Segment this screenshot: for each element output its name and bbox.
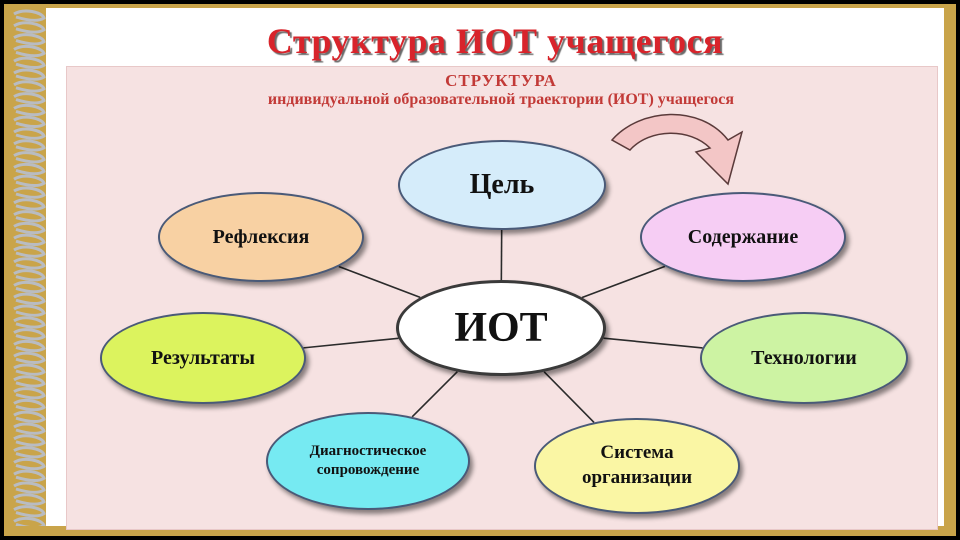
binding-ring	[13, 115, 46, 128]
connector-diagnostics	[411, 371, 458, 418]
binding-ring	[13, 33, 46, 46]
binding-ring	[13, 9, 46, 22]
binding-ring	[13, 516, 46, 526]
binding-ring	[13, 56, 46, 69]
node-reflection: Рефлексия	[158, 192, 364, 282]
curved-arrow-icon	[610, 113, 744, 186]
binding-ring	[13, 493, 46, 506]
binding-ring	[13, 422, 46, 435]
diagram-heading: СТРУКТУРА	[445, 71, 557, 90]
binding-ring	[13, 280, 46, 294]
binding-ring	[13, 410, 46, 423]
node-organization: Система организации	[534, 418, 740, 514]
binding-ring	[13, 80, 46, 93]
binding-ring	[13, 269, 46, 282]
binding-ring	[13, 92, 46, 105]
binding-ring	[13, 210, 46, 223]
binding-ring	[13, 339, 46, 353]
node-content-label: Содержание	[687, 225, 799, 248]
binding-ring	[13, 304, 46, 317]
binding-ring	[13, 139, 46, 152]
binding-ring	[13, 375, 46, 388]
center-node-label: ИОТ	[454, 305, 548, 351]
binding-ring	[13, 257, 46, 270]
binding-ring	[13, 245, 46, 258]
binding-ring	[13, 44, 46, 58]
spiral-binding	[13, 9, 46, 526]
binding-ring	[13, 174, 46, 187]
node-results-label: Результаты	[151, 346, 255, 369]
node-technologies-label: Технологии	[751, 346, 857, 369]
node-goal: Цель	[398, 140, 606, 230]
binding-ring	[13, 363, 46, 376]
binding-ring	[13, 446, 46, 459]
binding-ring	[13, 151, 46, 164]
connector-technologies	[603, 337, 703, 349]
node-diagnostics-label: Диагностическое сопровождение	[309, 442, 427, 479]
binding-ring	[13, 505, 46, 518]
node-diagnostics: Диагностическое сопровождение	[266, 412, 470, 510]
connector-content	[581, 265, 666, 299]
diagram-subheading: индивидуальной образовательной траектори…	[267, 91, 735, 108]
binding-ring	[13, 434, 46, 447]
binding-ring	[13, 221, 46, 235]
connector-results	[303, 337, 399, 349]
binding-ring	[13, 387, 46, 400]
binding-ring	[13, 162, 46, 176]
node-reflection-label: Рефлексия	[212, 225, 310, 248]
node-goal-label: Цель	[469, 169, 535, 200]
binding-ring	[13, 316, 46, 329]
binding-ring	[13, 292, 46, 305]
binding-ring	[13, 68, 46, 81]
binding-ring	[13, 469, 46, 482]
node-content: Содержание	[640, 192, 846, 282]
slide-title: Структура ИОТ учащегося	[266, 21, 724, 61]
binding-ring	[13, 198, 46, 211]
connector-organization	[543, 371, 595, 423]
binding-ring	[13, 127, 46, 140]
binding-ring	[13, 457, 46, 471]
node-results: Результаты	[100, 312, 306, 404]
binding-ring	[13, 481, 46, 494]
binding-ring	[13, 233, 46, 246]
binding-ring	[13, 103, 46, 117]
binding-ring	[13, 21, 46, 34]
binding-ring	[13, 351, 46, 364]
connector-reflection	[338, 265, 421, 299]
binding-ring	[13, 398, 46, 412]
binding-ring	[13, 186, 46, 199]
binding-ring	[13, 328, 46, 341]
node-organization-label: Система организации	[581, 442, 693, 488]
center-node-iot: ИОТ	[396, 280, 606, 376]
node-technologies: Технологии	[700, 312, 908, 404]
